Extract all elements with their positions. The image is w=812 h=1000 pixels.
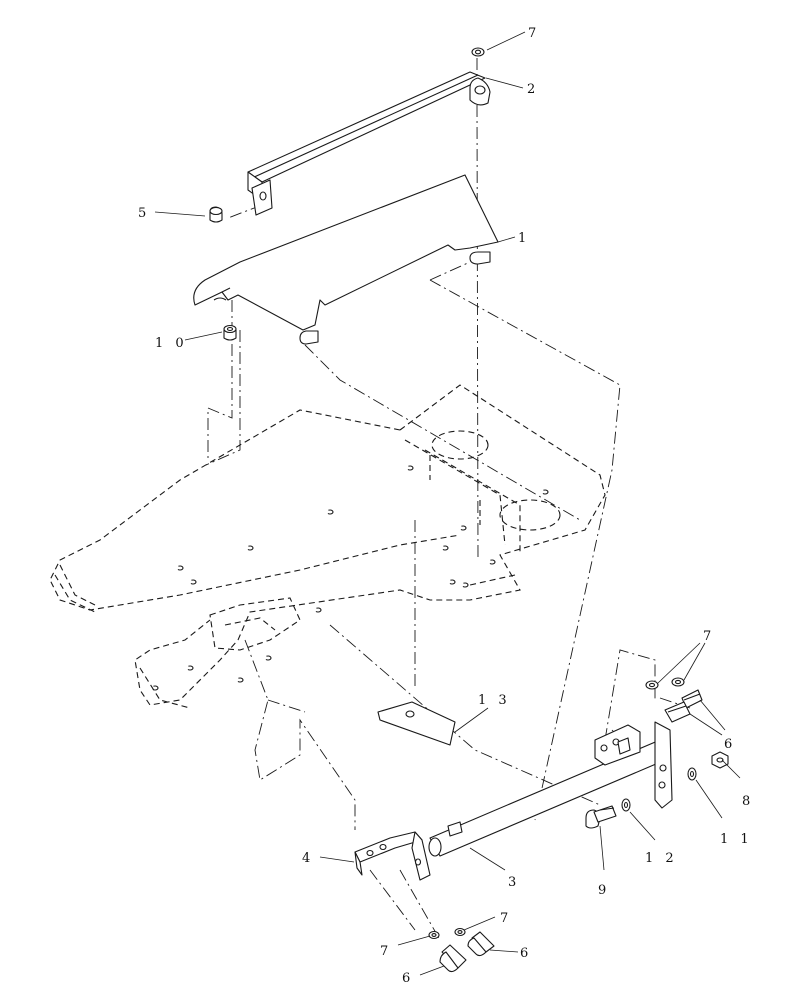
part-6-bolts-right (664, 689, 703, 723)
callout-6-right: 6 (724, 737, 736, 752)
part-12-washer (621, 798, 631, 812)
part-9-bolt (585, 805, 617, 829)
part-13-pad (377, 701, 456, 746)
part-3-shaft (428, 721, 673, 857)
callout-7-bottom-left: 7 (380, 944, 392, 959)
callout-1: 1 (518, 231, 530, 246)
part-7-washer-top (471, 47, 485, 57)
part-8-nut (711, 751, 729, 769)
callout-2: 2 (527, 82, 539, 97)
callout-10: 1 0 (155, 336, 188, 351)
callout-9: 9 (598, 883, 610, 898)
callout-13: 1 3 (478, 693, 511, 708)
frame-phantom-outline (49, 384, 606, 709)
part-10-nut (223, 324, 237, 341)
part-7-washers-bottom (428, 927, 466, 940)
part-7-washers-right (645, 677, 685, 690)
callout-5: 5 (138, 206, 150, 221)
center-lines (205, 58, 691, 941)
part-2-rod (247, 71, 491, 216)
callout-6-bottom-left: 6 (402, 971, 414, 986)
part-5-pin (209, 206, 223, 223)
part-1-plate (193, 174, 499, 345)
callout-8: 8 (742, 794, 754, 809)
callout-12: 1 2 (645, 851, 678, 866)
callout-4: 4 (302, 851, 314, 866)
callout-11: 1 1 (720, 832, 753, 847)
callout-6-bottom-right: 6 (520, 946, 532, 961)
leader-lines (154, 31, 741, 976)
callout-7-right: 7 (703, 629, 715, 644)
callout-7-bottom-right: 7 (500, 911, 512, 926)
callout-labels: 7 2 5 1 1 0 1 3 7 6 8 1 1 1 2 9 3 4 7 7 … (138, 26, 754, 986)
callout-3: 3 (508, 875, 520, 890)
part-4-bracket (354, 831, 431, 881)
part-6-bolts-bottom (439, 931, 495, 973)
part-11-washer (687, 767, 697, 781)
frame-holes (151, 465, 549, 691)
callout-7-top: 7 (528, 26, 540, 41)
